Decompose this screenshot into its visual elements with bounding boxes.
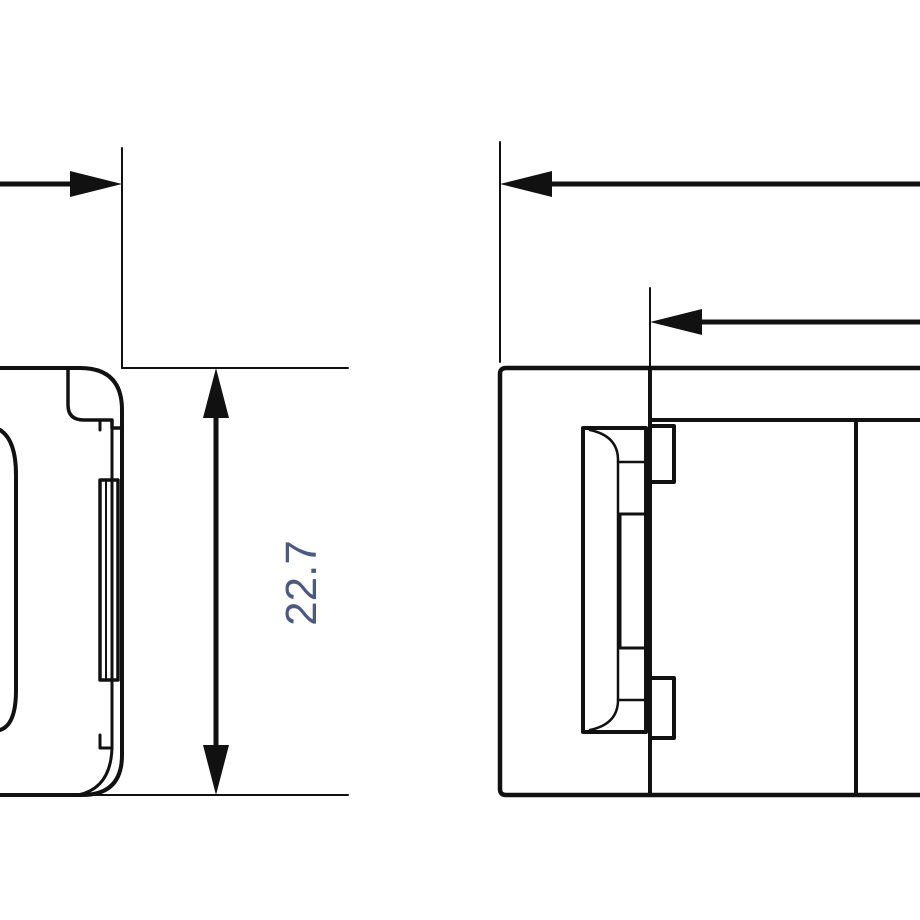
side-view-width-dimension [0, 147, 123, 369]
front-view-clip-outer [581, 426, 648, 734]
side-view-bottom-latch [98, 733, 114, 750]
arrowhead-left-icon [650, 309, 702, 335]
side-view-front-profile [0, 428, 18, 732]
front-view-upper-tab [650, 424, 676, 484]
front-view-body-outline [497, 365, 920, 798]
front-view-clip-slot [618, 512, 648, 650]
side-view [0, 147, 349, 797]
arrowhead-down-icon [203, 745, 229, 795]
side-view-inner-outline [76, 428, 114, 797]
side-view-top-latch [66, 368, 124, 430]
front-view [497, 141, 920, 798]
arrowhead-left-icon [500, 171, 552, 197]
front-view-inner-width-dimension [649, 287, 920, 369]
arrowhead-right-icon [70, 171, 122, 197]
height-dimension [203, 368, 229, 795]
front-view-clip-bevel [588, 428, 620, 732]
height-dimension-label: 22.7 [277, 540, 326, 626]
front-view-overall-width-dimension [499, 141, 920, 363]
arrowhead-up-icon [203, 368, 229, 418]
side-view-body-outline [0, 366, 124, 797]
front-view-lower-tab [650, 676, 676, 740]
side-view-middle-slot [98, 478, 120, 682]
